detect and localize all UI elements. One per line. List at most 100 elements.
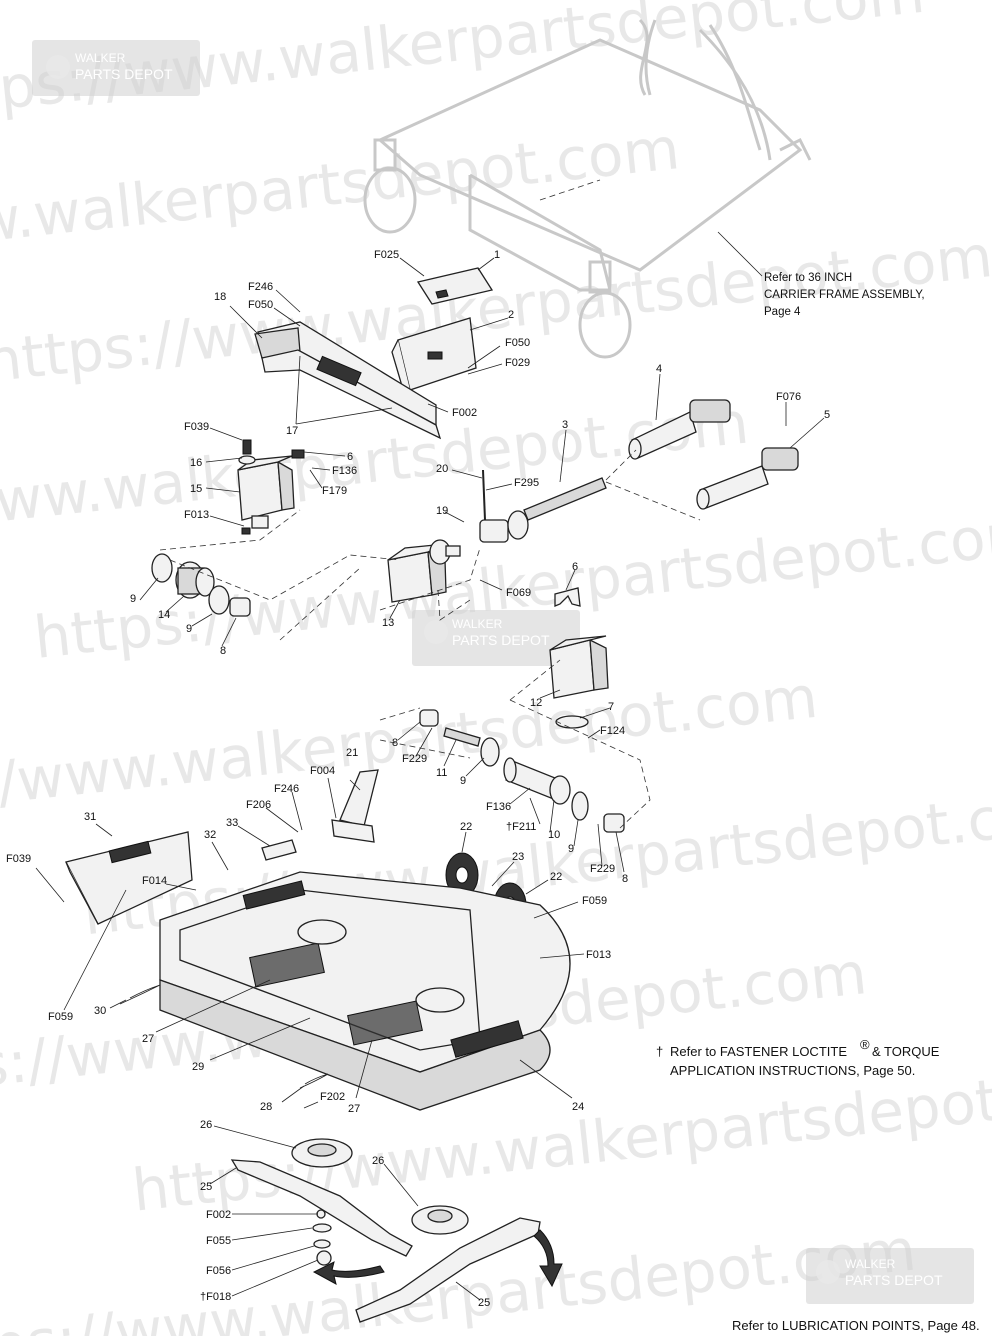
callout-24: 24	[572, 1101, 584, 1113]
badge-top-left: WALKER PARTS DEPOT	[32, 40, 200, 96]
callout-F229: F229	[590, 863, 615, 875]
part-drive-shaft-4	[628, 399, 731, 460]
part-bracket-6	[554, 587, 581, 607]
callout-22: 22	[460, 821, 472, 833]
part-gearbox-center	[387, 539, 461, 603]
loctite-reference-line3: APPLICATION INSTRUCTIONS, Page 50.	[670, 1063, 915, 1078]
part-pulley-left	[151, 553, 251, 617]
part-pulley-right	[503, 757, 625, 833]
watermark-row: https://www.walkerpartsdepot.com	[0, 388, 752, 561]
callout-27: 27	[142, 1033, 154, 1045]
callout-F013: F013	[184, 509, 209, 521]
callout-F055: F055	[206, 1235, 231, 1247]
callout-13: 13	[382, 617, 394, 629]
part-cover-plate	[416, 267, 494, 305]
callout-25: 25	[478, 1297, 490, 1309]
part-hairpin-30	[119, 984, 161, 1005]
callout-F059: F059	[582, 895, 607, 907]
callout-21: 21	[346, 747, 358, 759]
badge-center: WALKER PARTS DEPOT	[412, 610, 580, 666]
callout-14: 14	[158, 609, 170, 621]
callout-10: 10	[548, 829, 560, 841]
badge-line1: WALKER	[845, 1257, 896, 1271]
loctite-reference-line2: & TORQUE	[872, 1044, 940, 1059]
part-shaft-11	[419, 709, 500, 767]
badge-line2: PARTS DEPOT	[845, 1272, 943, 1288]
badge-line2: PARTS DEPOT	[452, 632, 550, 648]
callout-F179: F179	[322, 485, 347, 497]
callout-22: 22	[550, 871, 562, 883]
part-shield	[391, 317, 477, 391]
callout-29: 29	[192, 1061, 204, 1073]
callout-28: 28	[260, 1101, 272, 1113]
callout-F004: F004	[310, 765, 335, 777]
part-mower-deck	[159, 871, 571, 1111]
part-shield-31	[65, 831, 193, 925]
callout-23: 23	[512, 851, 524, 863]
callout-9: 9	[186, 623, 192, 635]
loctite-registered-mark: ®	[860, 1037, 870, 1052]
frame-reference-line2: CARRIER FRAME ASSEMBLY,	[764, 289, 925, 301]
rotation-arrow-right	[533, 1229, 563, 1288]
callout-F013: F013	[586, 949, 611, 961]
callout-F136: F136	[486, 801, 511, 813]
part-gearbox-right	[549, 635, 609, 729]
part-gearbox-left	[237, 439, 305, 535]
callout-F124: F124	[600, 725, 625, 737]
callout-F002: F002	[452, 407, 477, 419]
part-drive-shaft-5	[696, 447, 799, 510]
part-hairpin-28	[299, 1073, 329, 1089]
callout-F014: F014	[142, 875, 167, 887]
callout-7: 7	[608, 701, 614, 713]
callout-11: 11	[436, 767, 447, 779]
callout-6: 6	[347, 451, 353, 463]
callout-26: 26	[200, 1119, 212, 1131]
callout-2: 2	[508, 309, 514, 321]
part-blade-fasteners	[312, 1209, 332, 1266]
callout-F029: F029	[505, 357, 530, 369]
callout-F056: F056	[206, 1265, 231, 1277]
callout-F246: F246	[274, 783, 299, 795]
callout-4: 4	[656, 363, 662, 375]
part-cover-33	[261, 839, 297, 861]
callout-9: 9	[568, 843, 574, 855]
callout-3: 3	[562, 419, 568, 431]
callout-F211: †F211	[506, 821, 536, 833]
callout-F136: F136	[332, 465, 357, 477]
callout-12: 12	[530, 697, 542, 709]
callout-F018: †F018	[200, 1291, 231, 1303]
callout-15: 15	[190, 483, 202, 495]
callout-6: 6	[572, 561, 578, 573]
callout-F076: F076	[776, 391, 801, 403]
callout-labels: F025 1 2 F050 F029 F002 F246 F050 18 17 …	[6, 249, 830, 1309]
loctite-reference-line1: Refer to FASTENER LOCTITE	[670, 1044, 847, 1059]
rotation-arrow-left	[312, 1261, 385, 1285]
part-belt-cover	[254, 321, 442, 440]
watermark-row: https://www.walkerpartsdepot.com	[0, 663, 821, 836]
callout-F039: F039	[184, 421, 209, 433]
callout-8: 8	[392, 737, 398, 749]
callout-F059: F059	[48, 1011, 73, 1023]
callout-9: 9	[460, 775, 466, 787]
callout-F229: F229	[402, 753, 427, 765]
part-rod-20	[482, 469, 486, 521]
part-drive-shaft-3	[479, 477, 607, 543]
badge-line1: WALKER	[75, 51, 126, 65]
callout-F002: F002	[206, 1209, 231, 1221]
callout-8: 8	[220, 645, 226, 657]
leader-lines	[35, 231, 825, 1301]
carrier-frame	[363, 18, 812, 359]
callout-25: 25	[200, 1181, 212, 1193]
part-blade-hub-right	[411, 1205, 469, 1235]
callout-18: 18	[214, 291, 226, 303]
callout-33: 33	[226, 817, 238, 829]
reference-notes: Refer to 36 INCH CARRIER FRAME ASSEMBLY,…	[656, 272, 980, 1333]
callout-31: 31	[84, 811, 96, 823]
badge-line1: WALKER	[452, 617, 503, 631]
callout-F025: F025	[374, 249, 399, 261]
callout-26: 26	[372, 1155, 384, 1167]
frame-reference-line3: Page 4	[764, 306, 801, 318]
callout-27: 27	[348, 1103, 360, 1115]
callout-19: 19	[436, 505, 448, 517]
